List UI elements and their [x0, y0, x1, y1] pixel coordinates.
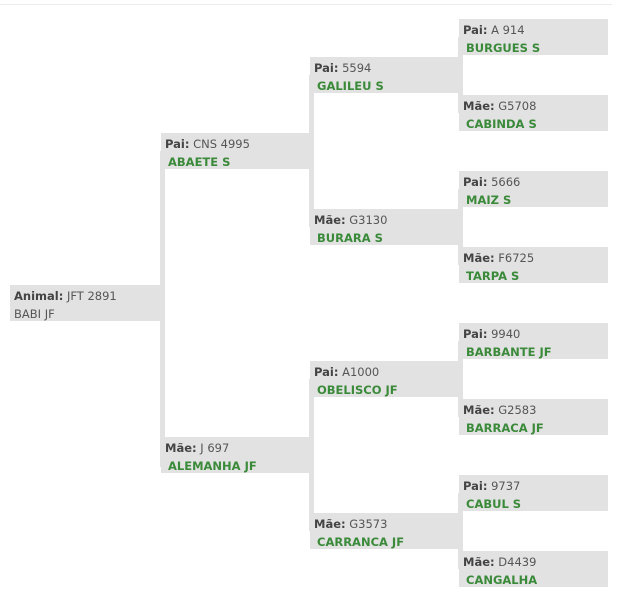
- node-sire-sire[interactable]: Pai: 5594 GALILEU S: [310, 57, 461, 93]
- node-name: ABAETE S: [168, 155, 231, 169]
- node-dds[interactable]: Pai: 9737 CABUL S: [459, 475, 608, 511]
- node-label: Animal:: [14, 289, 64, 303]
- node-name: BURGUES S: [466, 41, 541, 55]
- node-label: Mãe:: [463, 555, 495, 569]
- node-sire-dam[interactable]: Mãe: G3130 BURARA S: [310, 209, 461, 245]
- top-divider: [0, 4, 612, 5]
- node-sdd[interactable]: Mãe: F6725 TARPA S: [459, 247, 608, 283]
- node-dss[interactable]: Pai: 9940 BARBANTE JF: [459, 323, 608, 359]
- node-dsd[interactable]: Mãe: G2583 BARRACA JF: [459, 399, 608, 435]
- node-label: Mãe:: [165, 441, 197, 455]
- node-code: 9940: [491, 327, 521, 341]
- node-code: 5594: [342, 61, 372, 75]
- node-code: J 697: [200, 441, 230, 455]
- node-sds[interactable]: Pai: 5666 MAIZ S: [459, 171, 608, 207]
- node-sire[interactable]: Pai: CNS 4995 ABAETE S: [161, 133, 311, 169]
- node-code: A 914: [491, 23, 525, 37]
- node-dam-dam[interactable]: Mãe: G3573 CARRANCA JF: [310, 513, 461, 549]
- node-name: BABI JF: [14, 307, 55, 321]
- connector-sire: [309, 75, 314, 227]
- node-code: G3130: [349, 213, 388, 227]
- node-name: BURARA S: [317, 231, 383, 245]
- node-sss[interactable]: Pai: A 914 BURGUES S: [459, 19, 608, 55]
- connector-root: [160, 151, 165, 467]
- node-code: CNS 4995: [193, 137, 250, 151]
- node-name: CARRANCA JF: [317, 535, 405, 549]
- node-name: ALEMANHA JF: [168, 459, 257, 473]
- node-code: G2583: [498, 403, 537, 417]
- node-label: Pai:: [463, 327, 488, 341]
- node-name: BARBANTE JF: [466, 345, 552, 359]
- node-label: Mãe:: [463, 403, 495, 417]
- node-name: TARPA S: [466, 269, 520, 283]
- node-code: F6725: [498, 251, 535, 265]
- node-code: A1000: [342, 365, 380, 379]
- node-name: CABUL S: [466, 497, 522, 511]
- node-ssd[interactable]: Mãe: G5708 CABINDA S: [459, 95, 608, 131]
- node-name: CABINDA S: [466, 117, 537, 131]
- node-name: GALILEU S: [317, 79, 384, 93]
- node-code: D4439: [498, 555, 537, 569]
- node-code: 5666: [491, 175, 521, 189]
- node-label: Mãe:: [314, 517, 346, 531]
- node-code: JFT 2891: [66, 289, 117, 303]
- node-label: Pai:: [463, 479, 488, 493]
- node-dam-sire[interactable]: Pai: A1000 OBELISCO JF: [310, 361, 461, 397]
- node-label: Mãe:: [314, 213, 346, 227]
- node-label: Pai:: [314, 365, 339, 379]
- node-label: Pai:: [463, 175, 488, 189]
- node-name: CANGALHA: [466, 573, 538, 587]
- node-name: MAIZ S: [466, 193, 512, 207]
- node-label: Pai:: [165, 137, 190, 151]
- connector-dam: [309, 379, 314, 531]
- node-animal: Animal: JFT 2891 BABI JF: [10, 285, 160, 321]
- node-code: G5708: [498, 99, 537, 113]
- node-label: Pai:: [463, 23, 488, 37]
- node-dam[interactable]: Mãe: J 697 ALEMANHA JF: [161, 437, 311, 473]
- node-ddd[interactable]: Mãe: D4439 CANGALHA: [459, 551, 608, 587]
- node-label: Pai:: [314, 61, 339, 75]
- node-code: 9737: [491, 479, 521, 493]
- node-label: Mãe:: [463, 251, 495, 265]
- node-name: BARRACA JF: [466, 421, 544, 435]
- node-name: OBELISCO JF: [317, 383, 398, 397]
- node-label: Mãe:: [463, 99, 495, 113]
- node-code: G3573: [349, 517, 388, 531]
